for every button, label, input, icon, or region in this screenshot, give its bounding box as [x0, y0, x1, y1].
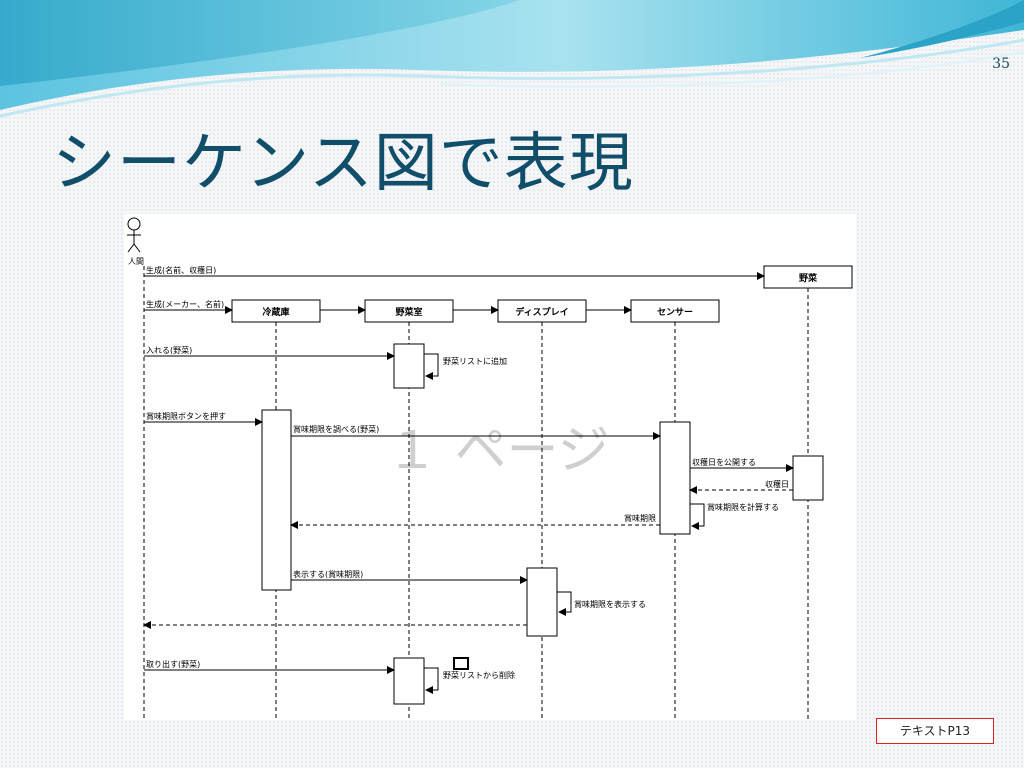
- object-label-refrigerator: 冷蔵庫: [262, 306, 289, 318]
- message-line-show-expiry: [557, 591, 572, 616]
- message-line-calc-expiry: [690, 503, 705, 530]
- watermark-text: １ ページ: [386, 421, 610, 481]
- object-label-sensor: センサー: [657, 307, 693, 318]
- object-label-display: ディスプレイ: [515, 306, 568, 318]
- message-label: 収穫日を公開する: [692, 457, 756, 467]
- small-square-marker: [453, 657, 469, 670]
- activation-sensor: [659, 421, 691, 535]
- message-label: 収穫日: [765, 479, 789, 489]
- activation-refrigerator: [261, 409, 292, 591]
- message-label: 生成(名前、収穫日): [146, 265, 216, 275]
- message-line-remove-from-list: [424, 667, 439, 694]
- slide-number: 35: [992, 56, 1010, 72]
- message-label: 野菜リストに追加: [443, 356, 507, 366]
- message-label: 野菜リストから削除: [443, 670, 515, 680]
- message-label: 賞味期限ボタンを押す: [146, 411, 226, 421]
- activation-vegetable-room-1: [393, 343, 425, 389]
- message-label: 入れる(野菜): [146, 345, 192, 355]
- actor-human: [127, 217, 141, 253]
- slide-title: シーケンス図で表現: [52, 127, 634, 201]
- activation-display: [526, 567, 558, 637]
- object-label-vegetable: 野菜: [799, 272, 818, 284]
- actor-label: 人間: [128, 257, 144, 266]
- sequence-diagram: １ ページ 人間 野菜 冷蔵庫: [124, 214, 856, 720]
- object-label-vegetable-room: 野菜室: [395, 306, 422, 318]
- message-label: 賞味期限を調べる(野菜): [293, 424, 379, 434]
- activation-vegetable: [792, 455, 824, 501]
- message-label: 取り出す(野菜): [146, 659, 200, 669]
- message-label: 賞味期限: [624, 513, 656, 523]
- message-label: 表示する(賞味期限): [293, 569, 363, 579]
- message-label: 賞味期限を表示する: [574, 599, 646, 609]
- message-line-add-to-list: [424, 353, 439, 380]
- header-wave-decoration: [0, 0, 1024, 118]
- message-label: 賞味期限を計算する: [707, 502, 779, 512]
- message-label: 生成(メーカー、名前): [146, 299, 224, 309]
- text-reference-box: テキストP13: [876, 718, 994, 744]
- activation-vegetable-room-2: [393, 657, 425, 705]
